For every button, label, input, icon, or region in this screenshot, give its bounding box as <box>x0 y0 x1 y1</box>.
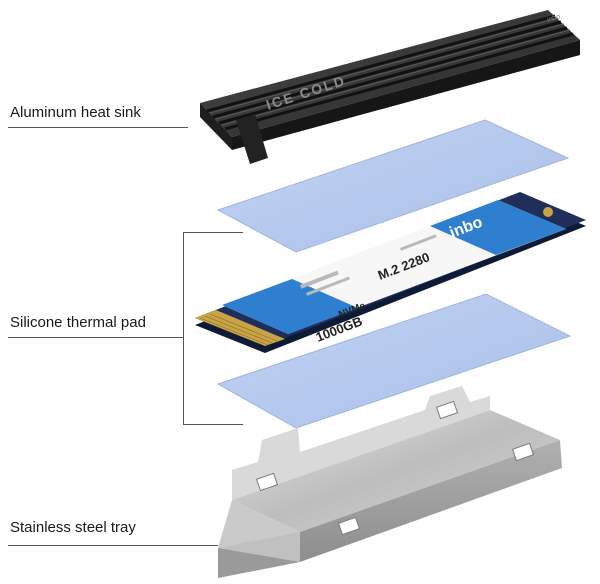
ssd-label-accent-right <box>430 200 566 255</box>
tray-slot <box>511 442 535 462</box>
ssd-gold-contacts <box>195 310 285 346</box>
heat-sink-top <box>200 10 580 137</box>
thermal-pad-leader-line <box>8 337 183 338</box>
ssd-label-accent <box>222 279 358 334</box>
heat-sink-leader-line <box>8 127 188 128</box>
thermal-pad-bracket-bottom <box>183 424 243 425</box>
thermal-pad-lower <box>216 293 572 429</box>
thermal-pad-bracket-vertical <box>183 232 184 425</box>
heat-sink-side-mark: inbo <box>546 13 561 24</box>
tray-slot <box>435 400 459 420</box>
tray-slot <box>337 516 361 536</box>
tray-front-wall <box>300 440 562 562</box>
label-thermal-pad: Silicone thermal pad <box>10 314 146 331</box>
tray-slot <box>255 472 279 492</box>
m2-ssd: inbo M.2 2280 NVMe 1000GB <box>195 192 586 353</box>
heat-sink-long-side <box>232 40 580 150</box>
tray-back-wall <box>232 386 490 500</box>
thermal-pad-bracket-top <box>183 232 243 233</box>
ssd-screw-notch <box>543 207 553 217</box>
tray-clip-slots <box>255 400 535 536</box>
tray-base <box>232 410 560 532</box>
tray-leader-line <box>8 545 218 546</box>
heat-sink-fins <box>206 14 574 131</box>
steel-tray <box>218 386 562 578</box>
heat-sink: ICE COLD inbo <box>200 10 580 164</box>
thermal-pad-upper <box>216 119 570 253</box>
label-tray: Stainless steel tray <box>10 519 136 536</box>
heat-sink-front-face <box>200 103 232 150</box>
heat-sink-center-channel <box>236 114 268 164</box>
label-heat-sink: Aluminum heat sink <box>10 104 141 121</box>
tray-left-end <box>218 500 300 562</box>
